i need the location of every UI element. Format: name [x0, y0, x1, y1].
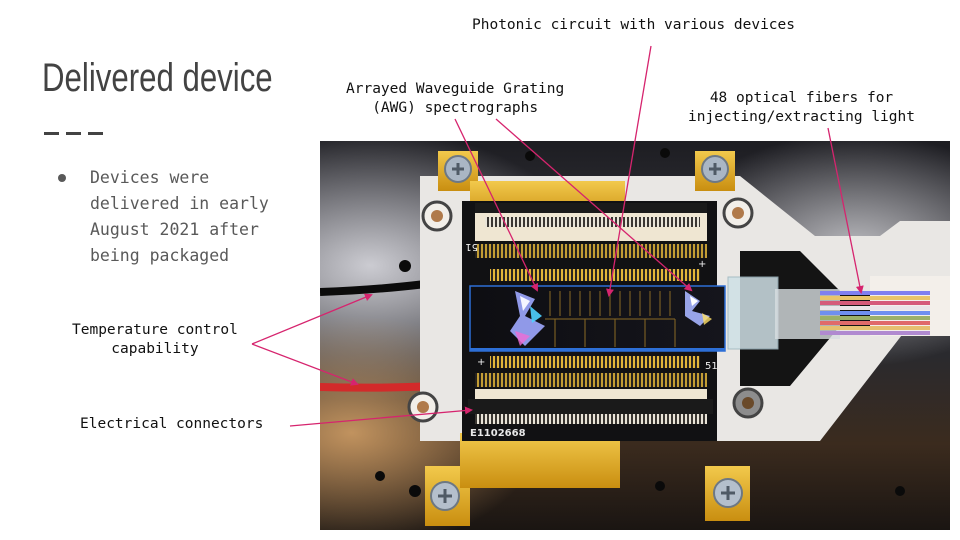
callout-optical-fibers: 48 optical fibers for injecting/extracti…: [688, 89, 915, 127]
callout-text: injecting/extracting light: [688, 109, 915, 125]
bond-pads-top: [490, 269, 700, 281]
callout-photonic-circuit: Photonic circuit with various devices: [472, 16, 795, 35]
bottom-electrical-connector: [468, 399, 713, 414]
board-serial: E1102668: [470, 428, 526, 439]
plus-mark: +: [477, 357, 485, 368]
bond-pads-bottom: [490, 356, 700, 368]
callout-awg: Arrayed Waveguide Grating (AWG) spectrog…: [346, 80, 564, 118]
optical-fiber-ribbon: [820, 291, 930, 335]
bullet-list: Devices were delivered in early August 2…: [56, 165, 306, 269]
device-photo: 51 51 E1102668 + +: [320, 141, 950, 530]
awg-spectrograph-right: [685, 291, 712, 326]
plus-mark: +: [698, 259, 706, 270]
underline-dash: [66, 132, 81, 135]
board-label-bottom: 51: [705, 361, 718, 372]
bullet-dot-icon: [58, 174, 66, 182]
callout-text: Photonic circuit with various devices: [472, 17, 796, 33]
slide-title: Delivered device: [42, 56, 273, 100]
callout-text: Electrical connectors: [80, 416, 264, 432]
callout-text: Temperature control: [72, 322, 238, 338]
underline-dash: [88, 132, 103, 135]
fiber-array-block: [727, 276, 779, 350]
callout-temperature-control: Temperature control capability: [72, 321, 238, 359]
callout-electrical-connectors: Electrical connectors: [80, 415, 263, 434]
callout-text: Arrayed Waveguide Grating: [346, 81, 565, 97]
callout-text: 48 optical fibers for: [709, 90, 894, 106]
bullet-item: Devices were delivered in early August 2…: [56, 165, 306, 269]
awg-spectrograph-left: [510, 291, 545, 346]
underline-dash: [44, 132, 59, 135]
bullet-text: Devices were delivered in early August 2…: [90, 168, 269, 265]
callout-text: capability: [111, 341, 199, 357]
board-label-top: 51: [465, 241, 478, 252]
callout-text: (AWG) spectrographs: [372, 100, 539, 116]
device-photo-drawing: 51 51 E1102668 + +: [320, 141, 950, 530]
gold-heatsink: [460, 433, 620, 488]
